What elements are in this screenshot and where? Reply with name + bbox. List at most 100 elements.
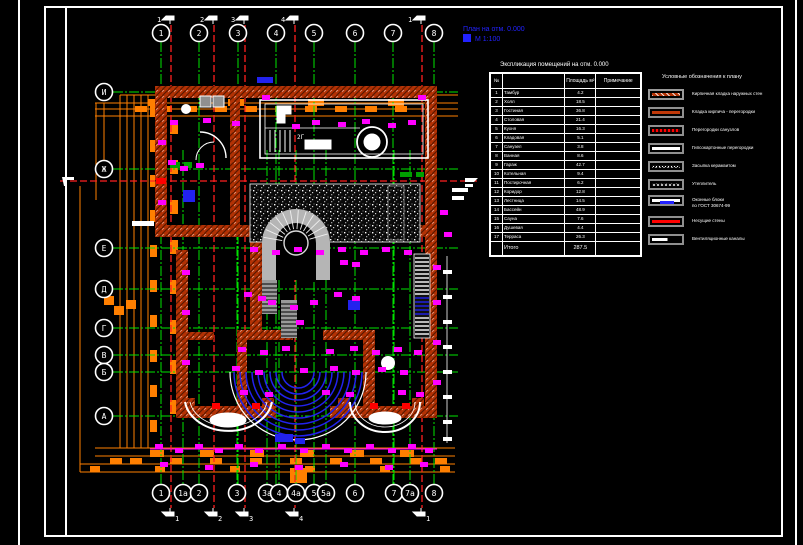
svg-text:В: В [102,351,107,360]
dimension-text-blobs-magenta [155,95,452,470]
legend-swatch-white-solid [648,143,684,154]
legend-label: Гипсокартонные перегородки [692,145,754,150]
svg-text:1: 1 [159,29,164,38]
table-round [381,356,395,370]
dim-text-blob [452,196,464,200]
svg-text:4: 4 [299,515,303,523]
svg-text:Д: Д [102,285,107,294]
bay-window-right [349,401,421,433]
fan-stair-landing [275,434,293,442]
legend-label: Перегородки санузлов [692,127,740,132]
section-flag-right [465,178,478,187]
pool-room [259,99,429,159]
svg-text:4а: 4а [291,489,301,498]
paper-edge-right [795,0,797,545]
svg-text:7: 7 [391,29,396,38]
legend-label: Оконные блоки [692,197,725,202]
bay-window-left [184,401,273,432]
legend-label: Кладка кирпича - перегородки [692,109,755,114]
svg-text:Г: Г [102,324,107,333]
jacuzzi-center [363,133,381,151]
legend-label: Кирпичная кладка наружных стен [692,91,763,96]
svg-text:3: 3 [231,16,235,24]
svg-text:1: 1 [408,16,412,24]
paper-edge-left [18,0,20,545]
dim-text-blob [452,188,468,192]
blue-marks [183,77,360,310]
legend-swatch-solid-clay [648,107,684,118]
dim-pill [132,221,154,226]
legend-swatch-stipple-dense [648,161,684,172]
drawing-title-note: План на отм. 0.000 М 1:100 [463,25,525,44]
svg-text:2: 2 [197,489,202,498]
svg-text:1: 1 [426,515,430,523]
fan-stair-landing-2 [295,438,305,444]
svg-text:1а: 1а [178,489,188,498]
svg-text:6: 6 [353,29,358,38]
side-stair [413,253,431,339]
frame-margin-line [65,6,67,537]
svg-text:4: 4 [281,16,285,24]
svg-text:5: 5 [312,29,317,38]
svg-text:Ж: Ж [102,165,107,174]
svg-text:8: 8 [432,489,437,498]
legend-label: Утеплитель [692,181,717,186]
svg-text:6: 6 [353,489,358,498]
svg-text:8: 8 [432,29,437,38]
blue-square-mark [463,34,471,42]
plan-white-details [62,95,478,443]
svg-text:1: 1 [159,489,164,498]
pool-bench [304,139,332,150]
dim-blobs-white [443,270,452,441]
svg-text:4: 4 [277,489,282,498]
pool-mark-label: 2Г [297,134,305,141]
svg-text:3: 3 [249,515,253,523]
door-swing-arc-2 [195,141,215,161]
svg-text:2: 2 [197,29,202,38]
grand-stair [262,208,331,338]
svg-text:Е: Е [102,244,107,253]
column [181,104,191,114]
svg-text:Б: Б [102,368,107,377]
svg-text:3а: 3а [262,489,272,498]
plan-title-text: План на отм. 0.000 [463,26,525,33]
svg-text:1: 1 [175,515,179,523]
drawing-frame [44,6,783,537]
terrace-column [387,185,405,241]
svg-text:7а: 7а [405,489,415,498]
svg-text:3: 3 [236,29,241,38]
svg-text:4: 4 [274,29,279,38]
svg-text:5а: 5а [321,489,331,498]
svg-text:1: 1 [157,16,161,24]
jacuzzi [356,126,388,158]
schedule-header-note: Примечание [595,72,642,89]
svg-text:7: 7 [392,489,397,498]
legend-swatch-half-tone [648,234,684,245]
entrance-fan-stair [229,371,367,441]
svg-text:2: 2 [200,16,204,24]
legend-label: Вентиляционные каналы [692,236,745,241]
legend-label: Несущие стены [692,218,725,223]
schedule-title: Экспликация помещений на отм. 0.000 [500,62,609,68]
svg-text:2: 2 [218,515,222,523]
legend-label: Засыпка керамзитом [692,163,736,168]
walls [155,86,437,418]
legend-swatch-stipple-sparse [648,179,684,190]
legend-title: Условные обозначения к плану [662,74,742,80]
red-marks [156,178,410,409]
plan-scale-text: М 1:100 [475,36,501,43]
legend-swatch-red-check [648,125,684,136]
svg-text:А: А [102,412,107,421]
legend-swatch-window-blue [648,195,684,206]
sink [199,95,212,108]
sink [212,95,225,108]
pool-fixture [276,105,292,124]
